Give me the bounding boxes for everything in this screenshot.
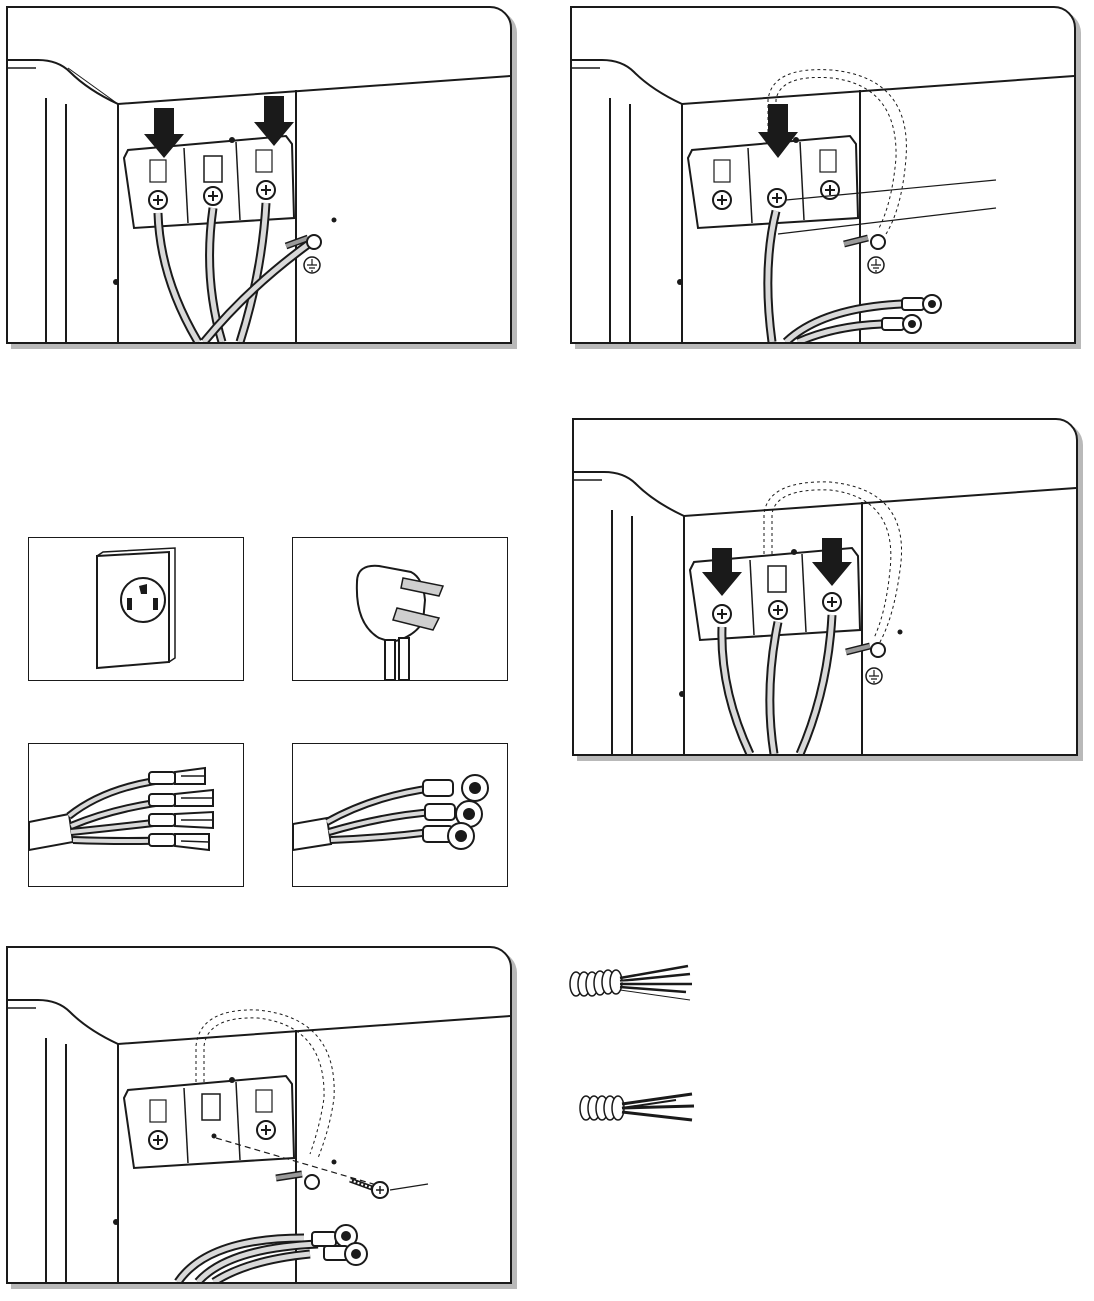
- figure-three-wire-ground-screw: [6, 946, 512, 1284]
- dryer-terminal-block-illustration: [8, 948, 510, 1282]
- stranded-wire-icon: [566, 964, 696, 1008]
- figure-four-wire-outer-terminals: [572, 418, 1078, 756]
- outlet-receptacle-icon: [29, 538, 243, 680]
- solid-wire-icon: [576, 1086, 696, 1130]
- spade-terminals-tile: [28, 743, 244, 887]
- figure-four-wire-center-terminal: [570, 6, 1076, 344]
- figure-three-wire-terminal-block: [6, 6, 512, 344]
- dryer-terminal-block-illustration: [574, 420, 1076, 754]
- ring-terminal-wires-icon: [293, 744, 507, 886]
- ring-terminals-tile: [292, 743, 508, 887]
- dryer-terminal-block-illustration: [8, 8, 510, 342]
- plug-tile: [292, 537, 508, 681]
- spade-terminal-wires-icon: [29, 744, 243, 886]
- dryer-terminal-block-illustration: [572, 8, 1074, 342]
- power-plug-icon: [293, 538, 507, 680]
- receptacle-tile: [28, 537, 244, 681]
